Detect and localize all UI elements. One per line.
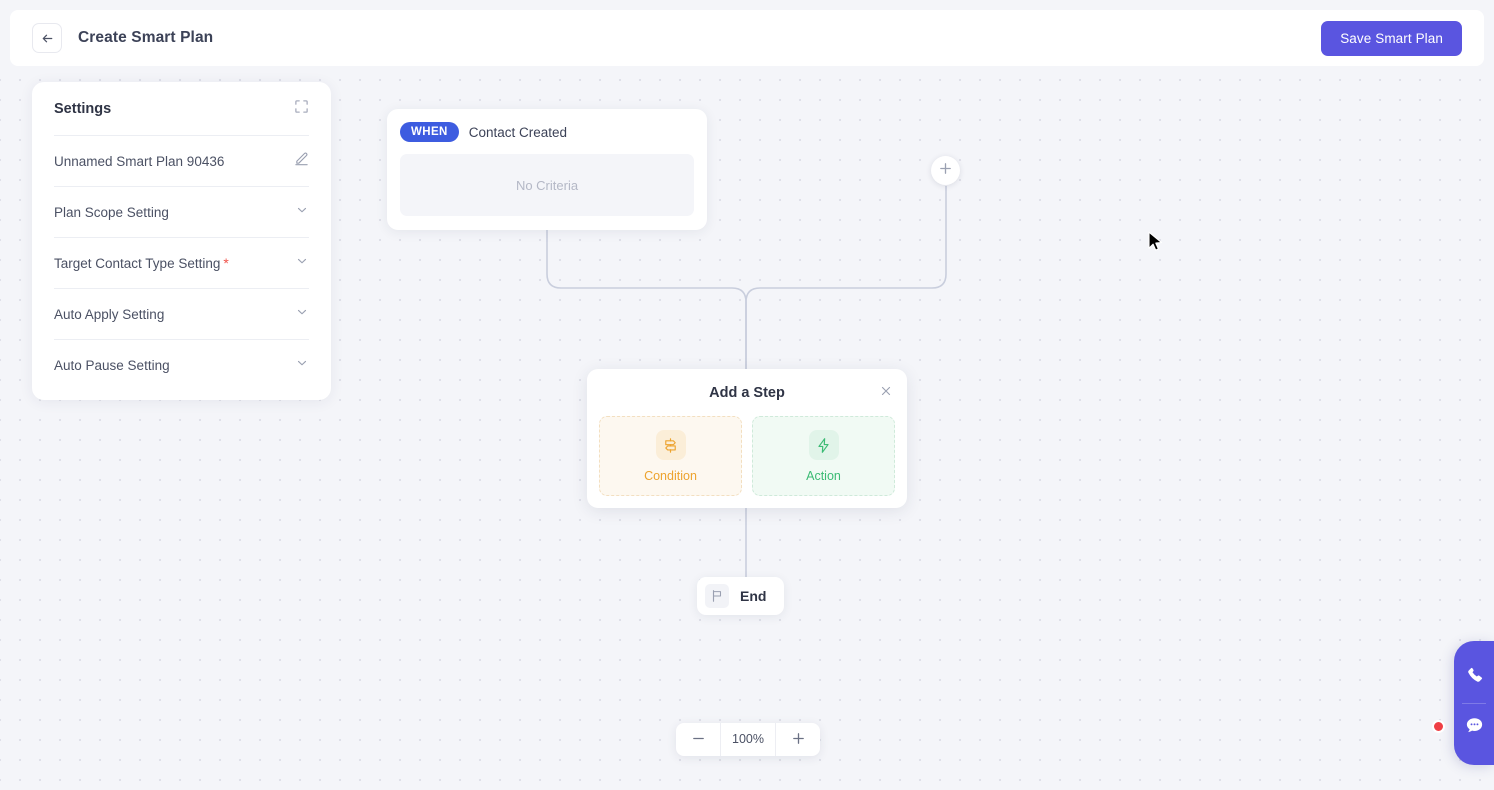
chevron-down-icon[interactable] (295, 254, 309, 273)
end-node[interactable]: End (697, 577, 785, 615)
app-header: Create Smart Plan Save Smart Plan (10, 10, 1484, 66)
setting-label: Auto Apply Setting (54, 306, 165, 322)
step-options: Condition Action (599, 416, 895, 496)
close-icon[interactable] (879, 384, 893, 403)
mouse-cursor (1148, 231, 1165, 259)
back-button[interactable] (32, 23, 62, 53)
flag-icon (705, 584, 729, 608)
arrow-left-icon (40, 31, 55, 46)
zoom-control: 100% (676, 723, 820, 756)
signpost-icon (655, 430, 686, 460)
divider (54, 186, 309, 187)
add-branch-button[interactable] (931, 156, 960, 185)
plan-name-label: Unnamed Smart Plan 90436 (54, 153, 225, 169)
collapse-icon[interactable] (294, 99, 309, 119)
setting-label: Target Contact Type Setting (54, 255, 221, 271)
setting-label: Plan Scope Setting (54, 204, 169, 220)
phone-icon (1464, 665, 1485, 691)
floating-contact-widget (1432, 641, 1494, 765)
notification-badge (1432, 720, 1445, 733)
zoom-in-button[interactable] (776, 723, 820, 756)
chat-button[interactable] (1454, 703, 1494, 753)
criteria-box[interactable]: No Criteria (400, 154, 694, 216)
plus-icon (791, 731, 806, 749)
settings-panel: Settings Unnamed Smart Plan 90436 Plan S… (32, 82, 331, 400)
required-asterisk: * (223, 255, 229, 271)
chat-bubble-icon (1464, 715, 1485, 741)
trigger-node[interactable]: WHEN Contact Created No Criteria (387, 109, 707, 230)
zoom-out-button[interactable] (676, 723, 720, 756)
lightning-bolt-icon (808, 430, 839, 460)
add-step-modal: Add a Step Condition (587, 369, 907, 508)
minus-icon (691, 731, 706, 749)
action-label: Action (806, 469, 841, 483)
setting-label: Auto Pause Setting (54, 357, 170, 373)
trigger-header: WHEN Contact Created (400, 122, 694, 142)
save-smart-plan-button[interactable]: Save Smart Plan (1321, 20, 1462, 56)
divider (54, 288, 309, 289)
plus-icon (938, 161, 953, 181)
add-step-title: Add a Step (709, 385, 785, 401)
sidebar-item-target-contact-type-setting[interactable]: Target Contact Type Setting * (54, 238, 309, 288)
add-step-header: Add a Step (599, 382, 895, 404)
chevron-down-icon[interactable] (295, 305, 309, 324)
sidebar-item-auto-pause-setting[interactable]: Auto Pause Setting (54, 340, 309, 390)
add-condition-option[interactable]: Condition (599, 416, 742, 496)
edit-pencil-icon[interactable] (294, 151, 309, 171)
sidebar-item-plan-scope-setting[interactable]: Plan Scope Setting (54, 187, 309, 237)
settings-header: Settings (54, 82, 309, 135)
trigger-name: Contact Created (468, 124, 568, 140)
condition-label: Condition (644, 469, 697, 483)
sidebar-item-auto-apply-setting[interactable]: Auto Apply Setting (54, 289, 309, 339)
chevron-down-icon[interactable] (295, 203, 309, 222)
page-title: Create Smart Plan (78, 29, 214, 46)
phone-call-button[interactable] (1454, 653, 1494, 703)
criteria-placeholder: No Criteria (515, 177, 579, 193)
end-label: End (740, 588, 767, 604)
divider (54, 237, 309, 238)
settings-title: Settings (54, 100, 112, 117)
when-badge: WHEN (400, 122, 459, 142)
divider (54, 339, 309, 340)
plan-name-row[interactable]: Unnamed Smart Plan 90436 (54, 136, 309, 186)
add-action-option[interactable]: Action (752, 416, 895, 496)
chevron-down-icon[interactable] (295, 356, 309, 375)
zoom-level: 100% (720, 723, 776, 756)
divider (54, 135, 309, 136)
